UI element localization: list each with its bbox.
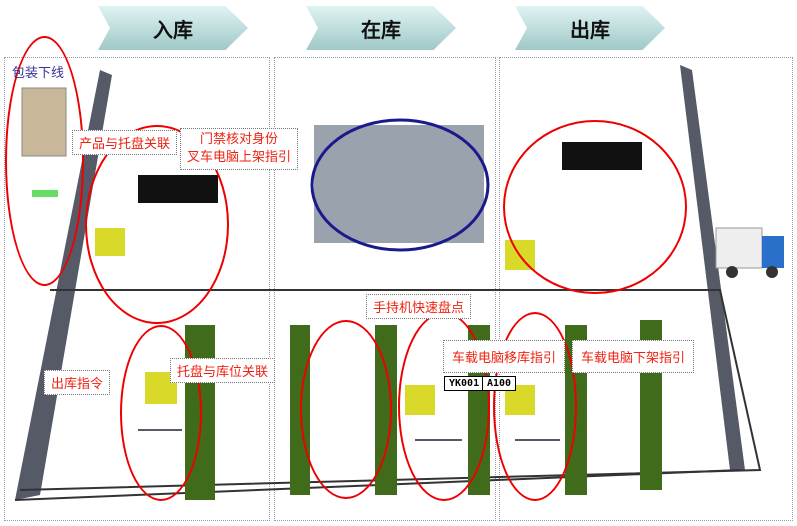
truck-icon <box>715 227 763 269</box>
move-label: 车载电脑移库指引 <box>443 340 566 373</box>
highlight-ellipse <box>120 325 202 501</box>
handheld-label: 手持机快速盘点 <box>366 294 472 319</box>
stage-label: 在库 <box>361 17 401 42</box>
stage-instock: 在库 <box>306 6 456 50</box>
packaging-label: 包装下线 <box>12 66 65 81</box>
highlight-ellipse <box>85 125 229 324</box>
left-wall <box>15 70 112 500</box>
warehouse-photo <box>314 125 484 243</box>
stage-label: 出库 <box>570 17 610 42</box>
location-tag: YK001 <box>444 376 485 391</box>
highlight-ellipse <box>503 120 687 294</box>
warehouse-circle <box>310 118 490 252</box>
pallet-location-label: 托盘与库位关联 <box>170 358 276 383</box>
stage-outbound: 出库 <box>515 6 665 50</box>
stage-inbound: 入库 <box>98 6 248 50</box>
outbound-order-label: 出库指令 <box>44 370 111 395</box>
highlight-ellipse <box>300 320 392 499</box>
location-tag: A100 <box>482 376 517 391</box>
product-pallet-label: 产品与托盘关联 <box>72 130 178 155</box>
highlight-ellipse <box>5 36 84 286</box>
gate-line1: 门禁核对身份 <box>200 132 279 147</box>
right-wall <box>680 65 745 470</box>
gate-line2: 叉车电脑上架指引 <box>187 150 292 165</box>
stage-label: 入库 <box>153 17 193 42</box>
gate-label: 门禁核对身份 叉车电脑上架指引 <box>180 128 299 170</box>
highlight-ellipse <box>493 312 577 501</box>
unload-label: 车载电脑下架指引 <box>572 340 695 373</box>
